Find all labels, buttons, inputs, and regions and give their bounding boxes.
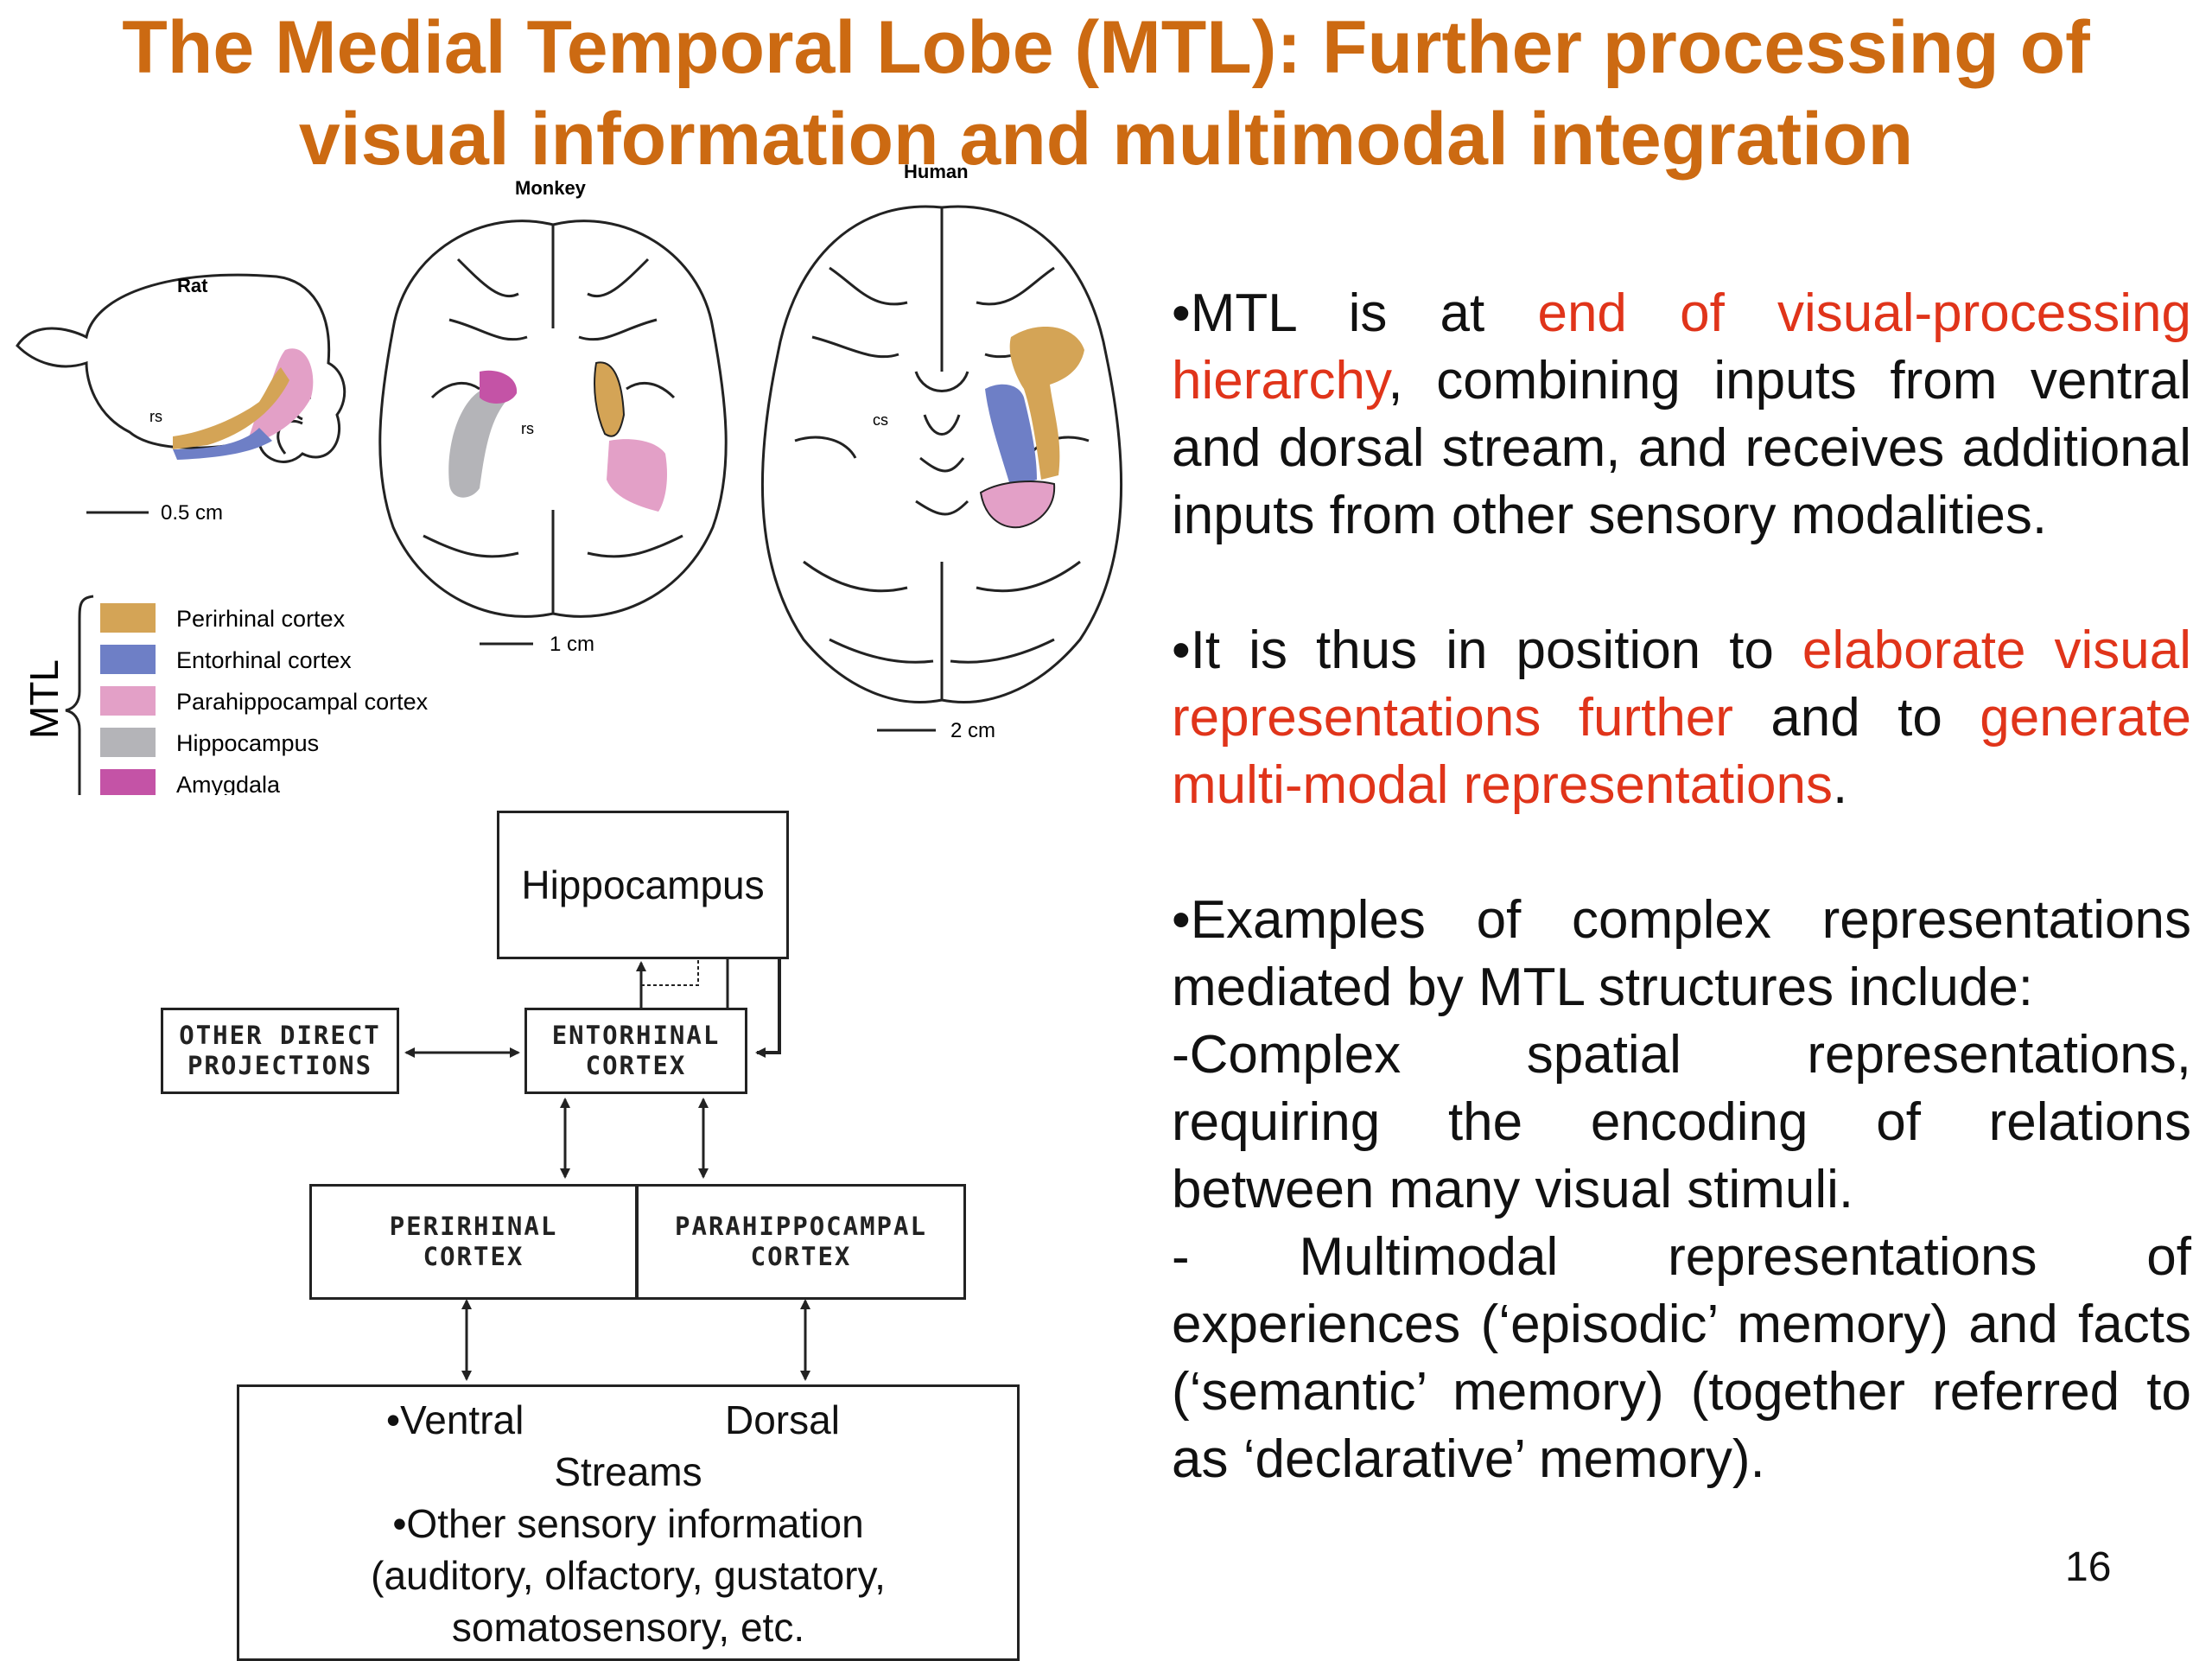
- streams-dorsal: Dorsal: [725, 1397, 840, 1442]
- rat-tan-region: [173, 367, 289, 449]
- monkey-hippocampus-region: [448, 389, 505, 498]
- perirhinal-line-1: PERIRHINAL: [389, 1212, 558, 1241]
- streams-ventral: •Ventral: [386, 1397, 524, 1442]
- rat-rs-label: rs: [149, 408, 162, 425]
- page-number: 16: [2065, 1544, 2112, 1590]
- parahippocampal-line-1: PARAHIPPOCAMPAL: [675, 1212, 927, 1241]
- streams-detail-2: somatosensory, etc.: [451, 1605, 805, 1650]
- paragraph-1: •MTL is at end of visual-processing hier…: [1172, 280, 2191, 550]
- p2-text-e: .: [1833, 755, 1848, 815]
- hippocampus-label: Hippocampus: [521, 862, 765, 907]
- legend-label-amygdala: Amygdala: [176, 772, 281, 795]
- legend-label-parahippocampal: Parahippocampal cortex: [176, 689, 429, 715]
- paragraph-3-line-2: -Complex spatial representations, requir…: [1172, 1025, 2191, 1219]
- legend-swatch-hippocampus: [100, 728, 156, 757]
- monkey-scale-label: 1 cm: [550, 633, 594, 656]
- legend-label-perirhinal: Perirhinal cortex: [176, 606, 346, 632]
- p1-highlight: end of visual-processing hierarchy: [1172, 283, 2191, 410]
- brain-figure: Rat rs 0.5 cm Monkey rs 1 cm Human cs 2 …: [16, 161, 1123, 795]
- other-direct-line-1: OTHER DIRECT: [179, 1021, 381, 1050]
- rat-pink-region: [246, 348, 314, 445]
- streams-row-1: •Ventral Dorsal: [239, 1394, 1017, 1446]
- paragraph-3-line-1: •Examples of complex representations med…: [1172, 890, 2191, 1017]
- p1-text-a: •MTL is at: [1172, 283, 1538, 343]
- streams-other: •Other sensory information: [392, 1501, 864, 1546]
- parahippocampal-cortex-box: PARAHIPPOCAMPAL CORTEX: [636, 1184, 966, 1300]
- human-cs-label: cs: [873, 411, 888, 429]
- legend-label-hippocampus: Hippocampus: [176, 730, 319, 756]
- paragraph-3-line-3: - Multimodal representations of experien…: [1172, 1227, 2191, 1489]
- mtl-brace: [65, 595, 94, 795]
- rat-scale-label: 0.5 cm: [161, 501, 223, 525]
- hippocampus-box: Hippocampus: [497, 811, 789, 959]
- legend-swatch-amygdala: [100, 769, 156, 795]
- legend-label-entorhinal: Entorhinal cortex: [176, 647, 352, 673]
- human-pink-region: [979, 480, 1056, 529]
- streams-streams: Streams: [554, 1449, 702, 1494]
- other-direct-line-2: PROJECTIONS: [187, 1051, 373, 1080]
- legend-swatch-perirhinal: [100, 603, 156, 633]
- monkey-amygdala-region: [480, 370, 518, 404]
- human-tan-region: [1009, 327, 1084, 480]
- perirhinal-cortex-box: PERIRHINAL CORTEX: [309, 1184, 638, 1300]
- legend-swatch-parahippocampal: [100, 686, 156, 716]
- p2-highlight-2: generate multi-modal representations: [1172, 688, 2191, 815]
- monkey-tan-region: [594, 361, 626, 437]
- other-direct-projections-box: OTHER DIRECT PROJECTIONS: [161, 1008, 399, 1094]
- mtl-label: MTL: [22, 659, 67, 739]
- human-scale-label: 2 cm: [950, 719, 995, 742]
- entorhinal-cortex-box: ENTORHINAL CORTEX: [524, 1008, 747, 1094]
- entorhinal-line-2: CORTEX: [585, 1051, 687, 1080]
- parahippocampal-line-2: CORTEX: [750, 1242, 852, 1271]
- legend-swatch-entorhinal: [100, 645, 156, 674]
- paragraph-2: •It is thus in position to elaborate vis…: [1172, 617, 2191, 819]
- human-label: Human: [904, 161, 969, 182]
- p2-highlight-1: elaborate visual representations further: [1172, 620, 2191, 748]
- p2-text-a: •It is thus in position to: [1172, 620, 1802, 680]
- monkey-pink-region: [607, 439, 668, 512]
- human-blue-region: [985, 384, 1037, 488]
- arrow-hippocampus-loop: [641, 951, 699, 986]
- monkey-label: Monkey: [515, 177, 587, 199]
- perirhinal-line-2: CORTEX: [423, 1242, 524, 1271]
- entorhinal-line-1: ENTORHINAL: [551, 1021, 721, 1050]
- human-brain: [760, 205, 1123, 703]
- sensory-streams-box: •Ventral Dorsal Streams •Other sensory i…: [237, 1384, 1020, 1661]
- monkey-brain: [378, 220, 728, 618]
- slide-title: The Medial Temporal Lobe (MTL): Further …: [0, 2, 2212, 185]
- monkey-rs-label: rs: [521, 420, 534, 437]
- rat-label: Rat: [177, 275, 208, 296]
- arrow-hippocampus-return: [755, 951, 781, 1058]
- p1-text-c: , combining inputs from ventral and dors…: [1172, 351, 2191, 545]
- title-line-1: The Medial Temporal Lobe (MTL): Further …: [122, 6, 2090, 89]
- streams-detail-1: (auditory, olfactory, gustatory,: [371, 1553, 886, 1598]
- body-text: •MTL is at end of visual-processing hier…: [1172, 280, 2191, 1493]
- rat-blue-region: [173, 428, 272, 460]
- p2-text-c: and to: [1732, 688, 1980, 748]
- title-line-2: visual information and multimodal integr…: [298, 98, 1914, 181]
